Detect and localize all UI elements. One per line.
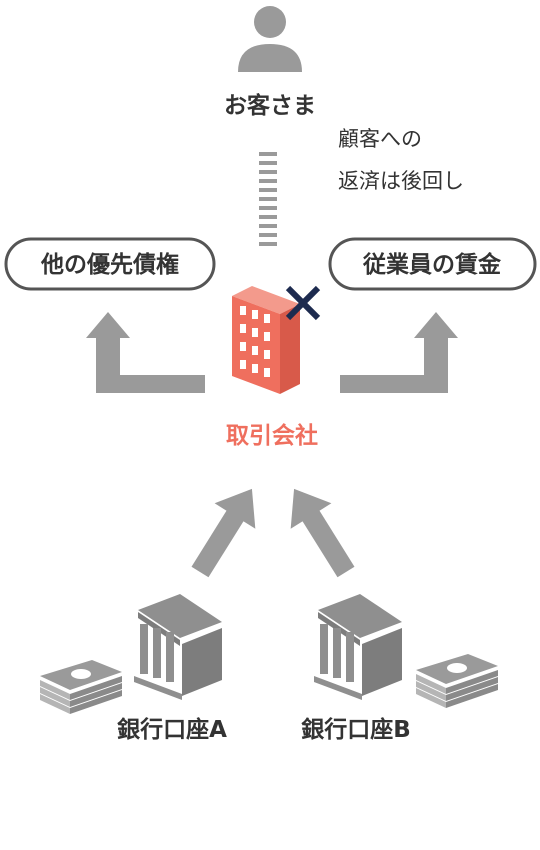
bank-a-icon — [134, 594, 222, 700]
priority-claims-label: 他の優先債権 — [40, 251, 179, 278]
cash-a-icon — [40, 660, 122, 714]
company-label: 取引会社 — [226, 422, 318, 449]
employee-wages-label: 従業員の賃金 — [362, 251, 502, 278]
bank-a-label: 銀行口座A — [117, 716, 227, 743]
arrow-bank-a-to-company — [191, 488, 256, 578]
employee-wages-box — [328, 237, 537, 291]
customer-label: お客さま — [224, 92, 316, 119]
note-line-1: 顧客への — [338, 127, 422, 151]
bank-b-icon — [314, 594, 402, 700]
cash-b-icon — [416, 654, 498, 708]
cross-icon — [285, 285, 321, 321]
arrow-bank-b-to-company — [290, 488, 355, 578]
priority-claims-box — [4, 237, 216, 291]
bank-b-label: 銀行口座B — [301, 716, 411, 743]
left-elbow-arrow — [86, 312, 205, 393]
note-line-2: 返済は後回し — [338, 169, 464, 193]
right-elbow-arrow — [340, 312, 458, 393]
dashed-connector — [259, 152, 277, 246]
building-icon — [232, 286, 300, 394]
person-icon — [238, 6, 302, 72]
